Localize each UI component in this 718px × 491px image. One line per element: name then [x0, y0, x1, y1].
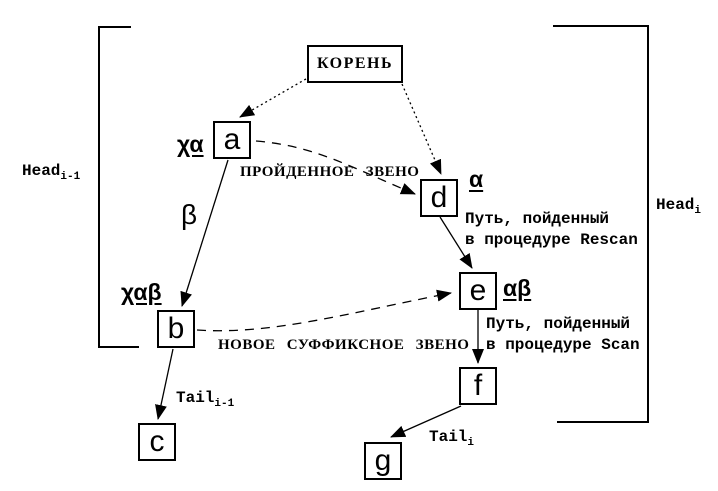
node-e: e: [459, 272, 497, 310]
traversed-link-caption: ПРОЙДЕННОЕ ЗВЕНО: [240, 164, 420, 180]
rescan-path-caption-line1: Путь, пойденный: [465, 210, 610, 228]
edge-root-to-a-dotted-arrow: [239, 78, 307, 118]
node-b: b: [157, 310, 195, 348]
node-g: g: [364, 442, 402, 480]
head-cur-label: Headi: [656, 196, 702, 218]
root-node-label: КОРЕНЬ: [316, 55, 394, 72]
tail-cur-text: Tail: [429, 428, 468, 446]
tail-prev-label: Taili-1: [176, 389, 235, 411]
scan-path-caption: Путь, пойденный в процедуре Scan: [486, 314, 640, 356]
tail-cur-label: Taili: [429, 428, 475, 450]
tail-cur-subscript: i: [467, 437, 475, 450]
node-g-label: g: [374, 444, 392, 477]
rescan-path-caption-line2: в процедуре Rescan: [465, 231, 638, 249]
head-cur-subscript: i: [694, 205, 702, 218]
edge-a-to-b-arrow: [180, 159, 229, 307]
edge-label-beta: β: [181, 199, 198, 230]
node-f: f: [459, 367, 497, 405]
root-node: КОРЕНЬ: [307, 45, 403, 83]
node-d-label: d: [430, 181, 448, 214]
node-b-label: b: [167, 312, 185, 345]
edge-label-chi-alpha-beta: χαβ: [121, 279, 162, 305]
new-suffix-link-b-to-e-dashed-arrow: [196, 289, 452, 332]
rescan-path-caption: Путь, пойденный в процедуре Rescan: [465, 209, 638, 251]
node-c: c: [138, 423, 176, 461]
head-prev-subscript: i-1: [60, 171, 81, 184]
edge-label-alpha: α: [469, 166, 484, 192]
traversed-link-a-to-d-dashed-arrow: [255, 140, 416, 195]
head-prev-text: Head: [22, 162, 61, 180]
tail-prev-text: Tail: [176, 389, 215, 407]
edge-b-to-c-arrow: [155, 348, 174, 420]
node-d: d: [420, 179, 458, 217]
node-c-label: c: [149, 425, 165, 458]
node-f-label: f: [473, 369, 483, 402]
node-a: a: [213, 121, 251, 159]
edge-d-to-e-arrow: [439, 216, 473, 269]
edge-root-to-d-dotted-arrow: [401, 83, 442, 175]
tail-prev-subscript: i-1: [214, 398, 235, 411]
edge-label-chi-alpha: χα: [177, 131, 204, 157]
new-suffix-link-caption: НОВОЕ СУФФИКСНОЕ ЗВЕНО: [218, 337, 470, 353]
right-bracket: [553, 25, 649, 423]
edge-label-alpha-beta: αβ: [503, 275, 532, 301]
scan-path-caption-line1: Путь, пойденный: [486, 315, 631, 333]
head-prev-label: Headi-1: [22, 162, 81, 184]
edge-f-to-g-arrow: [390, 405, 462, 438]
head-cur-text: Head: [656, 196, 695, 214]
node-e-label: e: [469, 274, 487, 307]
scan-path-caption-line2: в процедуре Scan: [486, 336, 640, 354]
node-a-label: a: [223, 123, 241, 156]
left-bracket: [98, 26, 139, 348]
